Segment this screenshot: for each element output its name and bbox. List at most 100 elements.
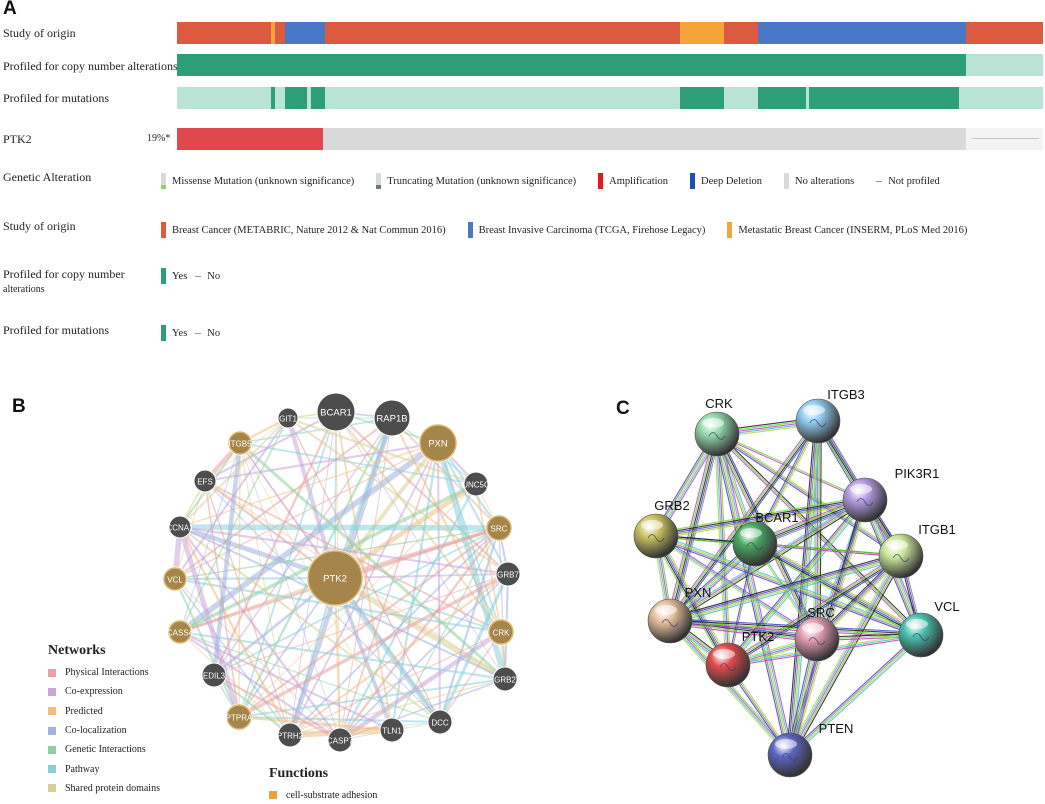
legend-cna-no: No bbox=[207, 270, 221, 282]
svg-text:UNC5C: UNC5C bbox=[462, 481, 490, 490]
svg-text:ITGB5: ITGB5 bbox=[228, 440, 252, 449]
network-c-node-crk: CRK bbox=[694, 396, 740, 457]
network-b-node-unc5c: UNC5C bbox=[462, 471, 490, 497]
legend-truncating-label: Truncating Mutation (unknown significanc… bbox=[387, 175, 577, 187]
network-type-colocalization: Co-localization bbox=[65, 725, 127, 737]
network-c-node-itgb1: ITGB1 bbox=[878, 522, 956, 579]
network-b-node-src: SRC bbox=[485, 514, 513, 542]
network-b-node-grb7: GRB7 bbox=[495, 561, 521, 587]
network-c-node-pik3r1: PIK3R1 bbox=[842, 466, 940, 523]
panel-c-label: C bbox=[616, 398, 630, 419]
svg-text:PXN: PXN bbox=[685, 585, 712, 600]
network-type-genetic: Genetic Interactions bbox=[65, 744, 146, 756]
svg-text:PTPRA: PTPRA bbox=[226, 714, 253, 723]
legend-inserm-label: Metastatic Breast Cancer (INSERM, PLoS M… bbox=[738, 224, 968, 236]
network-b-node-ptk2: PTK2 bbox=[306, 549, 364, 607]
svg-text:PTRH2: PTRH2 bbox=[277, 732, 304, 741]
legend-genetic-alteration-title: Genetic Alteration bbox=[3, 170, 92, 184]
svg-text:PIK3R1: PIK3R1 bbox=[895, 466, 940, 481]
svg-text:SRC: SRC bbox=[491, 525, 508, 534]
row-label-profiled-cna: Profiled for copy number alterations bbox=[3, 59, 178, 73]
svg-text:PTK2: PTK2 bbox=[323, 574, 347, 585]
row-label-study-origin: Study of origin bbox=[3, 26, 76, 40]
svg-text:VCL: VCL bbox=[167, 576, 183, 585]
svg-text:PTK2: PTK2 bbox=[742, 629, 775, 644]
functions-legend-title: Functions bbox=[269, 766, 329, 781]
network-c-node-grb2: GRB2 bbox=[633, 498, 690, 559]
panel-a-label: A bbox=[3, 0, 17, 19]
svg-text:DCC: DCC bbox=[431, 719, 449, 728]
legend-study-origin-title: Study of origin bbox=[3, 219, 76, 233]
legend-profiled-mut: Yes No bbox=[161, 325, 242, 341]
legend-no-alterations-label: No alterations bbox=[794, 175, 855, 187]
network-b-node-bcar1: BCAR1 bbox=[316, 392, 356, 432]
legend-mut-no: No bbox=[207, 327, 221, 339]
network-type-physical: Physical Interactions bbox=[65, 667, 149, 679]
network-type-shared-domains: Shared protein domains bbox=[65, 782, 160, 794]
network-b-node-dcc: DCC bbox=[427, 709, 453, 735]
svg-text:EDIL3: EDIL3 bbox=[203, 672, 226, 681]
network-c-node-itgb3: ITGB3 bbox=[795, 387, 865, 444]
panel-b-label: B bbox=[12, 396, 26, 417]
track-profiled-mutations bbox=[177, 87, 1043, 109]
legend-not-profiled-label: Not profiled bbox=[888, 175, 940, 187]
ptk2-alteration-percent: 19%* bbox=[147, 133, 171, 144]
row-label-ptk2: PTK2 bbox=[3, 132, 32, 146]
track-study-origin bbox=[177, 22, 1043, 44]
svg-text:CRK: CRK bbox=[493, 629, 511, 638]
svg-text:PTEN: PTEN bbox=[819, 721, 854, 736]
network-b-node-cass4: CASS4 bbox=[167, 619, 194, 645]
svg-text:SRC: SRC bbox=[807, 605, 834, 620]
network-c-node-bcar1: BCAR1 bbox=[732, 510, 799, 567]
legend-genetic-alteration: Missense Mutation (unknown significance)… bbox=[161, 173, 962, 189]
network-b-node-casp7: CASP7 bbox=[327, 727, 354, 753]
network-c-node-pxn: PXN bbox=[647, 585, 712, 644]
network-b-node-ptpra: PTPRA bbox=[225, 703, 253, 731]
svg-text:ITGB3: ITGB3 bbox=[827, 387, 865, 402]
svg-text:TLN1: TLN1 bbox=[382, 727, 402, 736]
legend-metabric-label: Breast Cancer (METABRIC, Nature 2012 & N… bbox=[172, 224, 446, 236]
svg-text:PXN: PXN bbox=[428, 439, 448, 450]
svg-text:GIT1: GIT1 bbox=[279, 415, 297, 424]
network-b-node-crk: CRK bbox=[487, 618, 515, 646]
network-c-node-vcl: VCL bbox=[898, 599, 960, 658]
network-b-node-tln1: TLN1 bbox=[379, 717, 405, 743]
legend-amplification-label: Amplification bbox=[609, 175, 669, 187]
network-b-node-pxn: PXN bbox=[418, 423, 458, 463]
legend-profiled-cna-title: Profiled for copy number alterations bbox=[3, 267, 125, 295]
legend-missense-label: Missense Mutation (unknown significance) bbox=[172, 175, 355, 187]
function-cell-substrate-adhesion: cell-substrate adhesion bbox=[286, 789, 378, 801]
network-c-node-ptk2: PTK2 bbox=[705, 629, 775, 688]
svg-text:GRB7: GRB7 bbox=[497, 571, 519, 580]
svg-text:CRK: CRK bbox=[705, 396, 733, 411]
svg-text:GRB2: GRB2 bbox=[654, 498, 689, 513]
network-b-node-efs: EFS bbox=[193, 469, 217, 493]
network-b-node-git1: GIT1 bbox=[277, 407, 299, 429]
legend-profiled-cna: Yes No bbox=[161, 268, 242, 284]
functions-legend: Functions cell-substrate adhesion bbox=[269, 766, 377, 802]
legend-cna-yes: Yes bbox=[172, 270, 188, 282]
network-b-node-ccna1: CCNA1 bbox=[166, 515, 194, 539]
svg-text:CASS4: CASS4 bbox=[167, 629, 194, 638]
svg-text:EFS: EFS bbox=[197, 478, 213, 487]
legend-profiled-mut-title: Profiled for mutations bbox=[3, 323, 109, 337]
legend-mut-yes: Yes bbox=[172, 327, 188, 339]
networks-legend-title: Networks bbox=[48, 643, 106, 658]
svg-text:VCL: VCL bbox=[934, 599, 959, 614]
svg-text:CASP7: CASP7 bbox=[327, 737, 354, 746]
svg-text:GRB2: GRB2 bbox=[494, 676, 516, 685]
network-b-node-rap1b: RAP1B bbox=[373, 399, 411, 437]
network-b-node-edil3: EDIL3 bbox=[201, 662, 227, 688]
network-b-node-grb2: GRB2 bbox=[492, 666, 518, 692]
svg-text:CCNA1: CCNA1 bbox=[166, 524, 194, 533]
network-b-node-ptrh2: PTRH2 bbox=[277, 722, 304, 748]
network-b-node-vcl: VCL bbox=[162, 566, 188, 592]
legend-tcga-label: Breast Invasive Carcinoma (TCGA, Firehos… bbox=[478, 224, 706, 236]
legend-deep-deletion-label: Deep Deletion bbox=[701, 175, 762, 187]
network-type-predicted: Predicted bbox=[65, 705, 103, 717]
svg-text:RAP1B: RAP1B bbox=[376, 414, 407, 425]
network-c-node-pten: PTEN bbox=[767, 721, 854, 778]
network-b-node-itgb5: ITGB5 bbox=[227, 430, 253, 456]
